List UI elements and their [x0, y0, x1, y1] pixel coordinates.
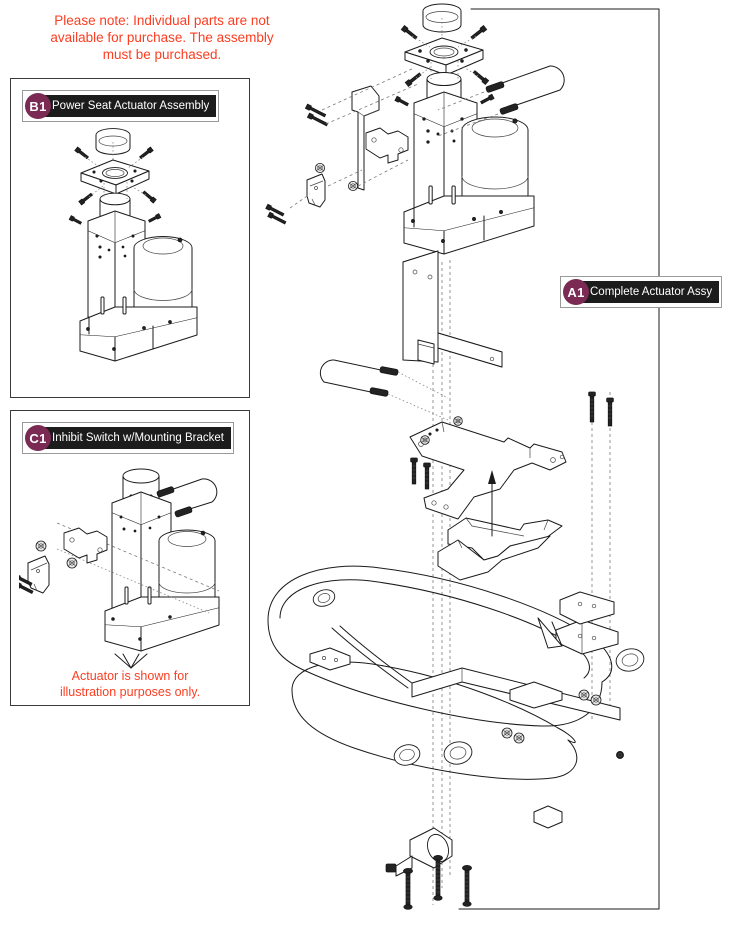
purchase-note-line-2: available for purchase. The assembly	[50, 30, 274, 45]
c1-illustration	[19, 451, 243, 661]
u-clamp-lower	[319, 359, 449, 421]
c1-illustration-caption: Actuator is shown for illustration purpo…	[18, 668, 242, 700]
a1-leader-bracket	[455, 8, 661, 910]
actuator-top-cap	[422, 3, 462, 46]
housing-screws	[394, 93, 495, 107]
b1-top-cap	[95, 128, 131, 167]
c1-switch-body	[27, 555, 50, 594]
callout-a1-badge: A1	[563, 279, 589, 305]
frame-washers	[501, 689, 624, 759]
purchase-note: Please note: Individual parts are not av…	[12, 12, 312, 63]
b1-housing-screws	[68, 213, 162, 225]
c1-caption-line-2: illustration purposes only.	[59, 685, 201, 699]
c1-caption-line-1: Actuator is shown for	[71, 669, 189, 683]
wheelchair-base-frame	[267, 565, 645, 877]
actuator-motor-canister	[461, 116, 529, 210]
c1-switch-screws	[19, 573, 34, 594]
callout-c1-badge: C1	[25, 425, 51, 451]
hex-nut-upper	[315, 162, 326, 173]
inhibit-switch-group	[265, 67, 419, 225]
purchase-note-line-1: Please note: Individual parts are not	[54, 13, 270, 28]
b1-flange	[80, 159, 150, 195]
a1-bracket-svg	[458, 8, 660, 910]
hex-nut-lower	[348, 180, 359, 191]
c1-u-clamp	[156, 478, 218, 518]
b1-flange-screws	[74, 146, 157, 206]
c1-hex-nuts	[35, 540, 78, 569]
callout-b1-badge: B1	[25, 93, 51, 119]
purchase-note-line-3: must be purchased.	[102, 47, 222, 62]
c1-svg	[19, 468, 220, 652]
a1-main-illustration	[262, 0, 682, 925]
c1-bracket-plate	[63, 527, 108, 564]
stamped-base-plate	[437, 517, 563, 581]
frame-mount-bracket	[409, 416, 567, 520]
b1-base-plate	[79, 296, 198, 362]
panel-b1	[10, 78, 250, 398]
assembly-direction-arrow	[488, 470, 496, 537]
panel-c1	[10, 410, 250, 706]
actuator-base-plate	[403, 185, 535, 255]
flange-screws	[400, 24, 490, 88]
c1-base-plate	[104, 586, 220, 652]
callout-b1-label: Power Seat Actuator Assembly	[40, 95, 217, 117]
bracket-bolts-left	[410, 457, 431, 490]
callout-c1[interactable]: C1 Inhibit Switch w/Mounting Bracket	[22, 422, 234, 454]
c1-down-chevron-icon	[109, 653, 153, 673]
b1-svg	[68, 128, 198, 362]
b1-illustration	[25, 123, 235, 385]
tall-mounting-bracket	[402, 250, 503, 368]
bracket-bolts-right	[588, 391, 614, 427]
callout-a1[interactable]: A1 Complete Actuator Assy	[560, 276, 723, 308]
b1-motor-canister	[133, 236, 193, 319]
u-clamp-upper	[437, 65, 565, 137]
callout-b1[interactable]: B1 Power Seat Actuator Assembly	[22, 90, 220, 122]
a1-main-svg	[265, 3, 645, 910]
bottom-long-bolts	[403, 855, 472, 910]
actuator-flange-plate	[404, 37, 484, 76]
callout-a1-label: Complete Actuator Assy	[578, 281, 720, 303]
callout-c1-label: Inhibit Switch w/Mounting Bracket	[40, 427, 231, 449]
